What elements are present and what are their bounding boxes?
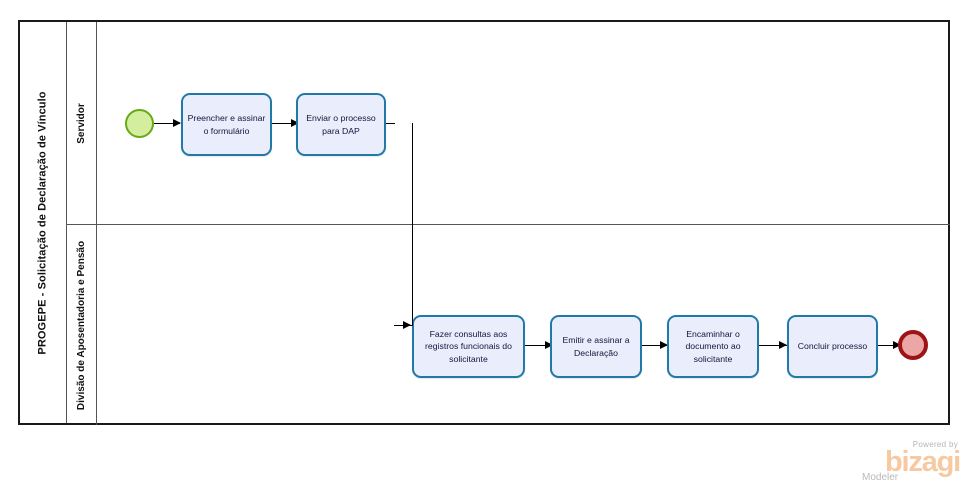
- flow-t2-to-t3-segment-v: [412, 123, 413, 326]
- task-enviar-processo-dap[interactable]: Enviar o processo para DAP: [296, 93, 386, 156]
- flow-start-to-t1-arrowhead: [173, 119, 181, 127]
- task-encaminhar-documento-solicitante[interactable]: Encaminhar o documento ao solicitante: [667, 315, 759, 378]
- flow-start-to-t1: [154, 123, 180, 124]
- start-event[interactable]: [125, 109, 154, 138]
- pool-label-column: PROGEPE - Solicitação de Declaração de V…: [20, 22, 67, 423]
- lane-servidor[interactable]: Servidor Preencher e assinar o formulári…: [67, 22, 950, 225]
- flow-t5-to-t6: [759, 345, 787, 346]
- lane-dap-label-column: Divisão de Aposentadoria e Pensão: [67, 225, 97, 425]
- lane-dap-label: Divisão de Aposentadoria e Pensão: [76, 240, 88, 410]
- lane-servidor-label: Servidor: [76, 102, 88, 144]
- flow-t5-to-t6-arrowhead: [779, 341, 787, 349]
- task-emitir-assinar-declaracao[interactable]: Emitir e assinar a Declaração: [550, 315, 642, 378]
- flow-t2-to-t3-arrowhead: [403, 321, 411, 329]
- watermark-powered-by: Powered by: [912, 440, 958, 449]
- pool-progepe[interactable]: PROGEPE - Solicitação de Declaração de V…: [18, 20, 950, 425]
- flow-t3-to-t4-arrowhead: [545, 341, 553, 349]
- lane-servidor-label-column: Servidor: [67, 22, 97, 224]
- pool-title: PROGEPE - Solicitação de Declaração de V…: [37, 90, 49, 355]
- task-concluir-processo[interactable]: Concluir processo: [787, 315, 878, 378]
- watermark-brand-logo: bizagi: [885, 446, 961, 478]
- watermark-product-name: Modeler: [862, 472, 899, 483]
- flow-t3-to-t4: [525, 345, 552, 346]
- flow-t4-to-t5: [642, 345, 667, 346]
- task-fazer-consultas-registros[interactable]: Fazer consultas aos registros funcionais…: [412, 315, 525, 378]
- end-event[interactable]: [898, 330, 928, 360]
- task-preencher-assinar-formulario[interactable]: Preencher e assinar o formulário: [181, 93, 272, 156]
- lane-dap-body: Fazer consultas aos registros funcionais…: [97, 225, 950, 425]
- flow-t6-to-end-arrowhead: [893, 341, 901, 349]
- flow-t4-to-t5-arrowhead: [660, 341, 668, 349]
- flow-t2-to-t3-segment-h: [386, 123, 395, 124]
- bizagi-watermark: Powered by bizagi Modeler: [856, 440, 961, 488]
- lane-servidor-body: Preencher e assinar o formulário Enviar …: [97, 22, 950, 224]
- flow-t1-to-t2-arrowhead: [291, 119, 299, 127]
- flow-t6-to-end: [878, 345, 900, 346]
- flow-t1-to-t2: [272, 123, 298, 124]
- lane-divisao-aposentadoria-pensao[interactable]: Divisão de Aposentadoria e Pensão Fazer …: [67, 225, 950, 425]
